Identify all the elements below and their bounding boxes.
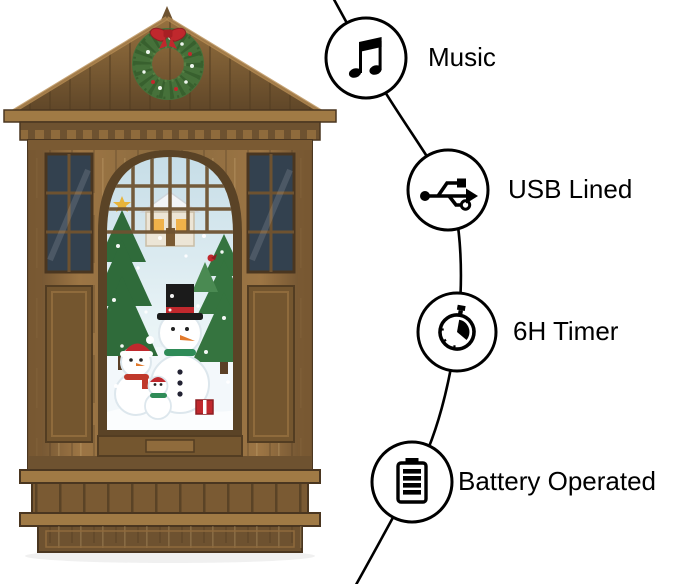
feature-icon-circle-usb — [406, 148, 490, 232]
snow-flakes — [112, 234, 230, 388]
battery-icon — [396, 458, 428, 504]
timer-icon — [438, 304, 476, 351]
feature-label-music: Music — [428, 42, 496, 72]
lantern-roof — [3, 6, 337, 141]
snowman-tall — [150, 284, 210, 414]
usb-icon — [420, 178, 478, 211]
lantern-base — [19, 469, 321, 553]
left-pine-tree — [107, 210, 158, 356]
feature-label-timer: 6H Timer — [513, 316, 619, 346]
snow-globe-lantern-photo — [3, 6, 337, 563]
right-side-window — [246, 152, 296, 274]
feature-icon-circle-music — [324, 16, 408, 100]
feature-label-battery: Battery Operated — [458, 466, 656, 496]
arched-window — [97, 150, 243, 457]
right-pine-tree — [192, 234, 233, 362]
red-bow — [149, 27, 187, 49]
feature-icon-circle-battery — [370, 440, 454, 524]
feature-label-usb: USB Lined — [508, 174, 633, 204]
window-mullions — [107, 157, 233, 234]
christmas-wreath — [132, 27, 204, 100]
gift-box — [195, 399, 214, 415]
snowman-child — [144, 375, 172, 420]
feature-icon-circle-timer — [416, 291, 498, 373]
left-side-window — [44, 152, 94, 274]
